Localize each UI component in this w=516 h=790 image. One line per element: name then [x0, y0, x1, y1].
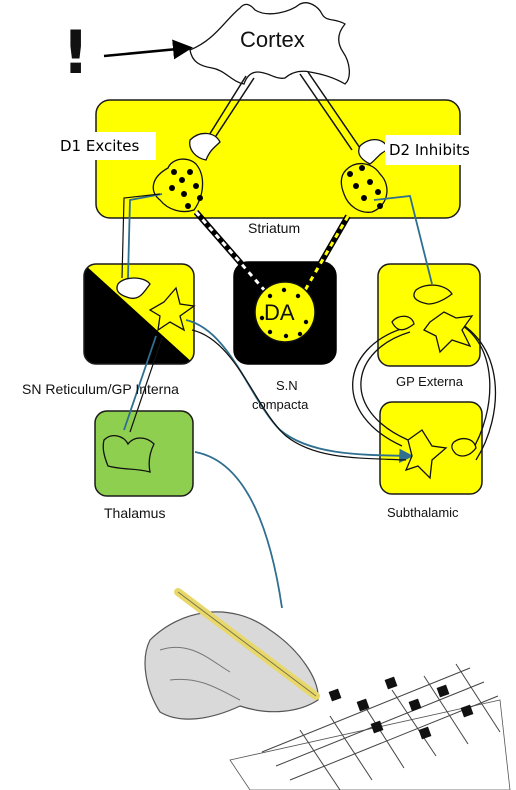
thalamus-label: Thalamus — [104, 505, 166, 521]
sn-compacta-label-line1: S.N — [276, 378, 298, 393]
cortex-neuron — [189, 2, 350, 85]
exclamation-mark: ! — [62, 18, 90, 88]
striatal-dots-right — [347, 165, 383, 209]
nucleus-neurons — [102, 277, 477, 480]
da-label: DA — [264, 300, 295, 325]
cortex-arrow — [103, 39, 193, 60]
gp-externa-label: GP Externa — [396, 374, 463, 389]
gpe-stn-loops — [352, 315, 497, 461]
da-dots — [259, 287, 309, 339]
striatum-label: Striatum — [248, 220, 301, 236]
pathway-lines — [121, 193, 433, 609]
hand-crossword-illustration — [144, 588, 511, 790]
sn-reticulum-label: SN Reticulum/GP Interna — [22, 381, 179, 397]
cortex-label: Cortex — [240, 27, 305, 52]
cortex-striatum-tracts — [205, 71, 361, 151]
gp-externa-box — [377, 263, 481, 367]
sn-compacta-label-line2: compacta — [252, 397, 309, 412]
subthalamic-label: Subthalamic — [387, 505, 459, 520]
dopamine-tracts — [193, 210, 351, 294]
striatal-dots-left — [169, 169, 203, 209]
d1-label: D1 Excites — [56, 132, 156, 160]
d2-label: D2 Inhibits — [385, 135, 498, 165]
